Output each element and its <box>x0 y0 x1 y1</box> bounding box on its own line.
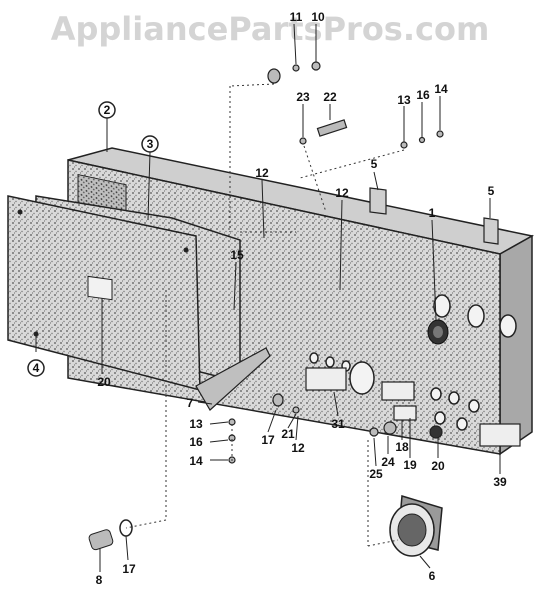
watermark: AppliancePartsPros.com <box>50 10 490 48</box>
callout-14: 14 <box>434 82 448 96</box>
callout-39: 39 <box>493 475 507 489</box>
callout-15: 15 <box>230 248 244 262</box>
panel-holes <box>309 294 517 431</box>
callout-12: 12 <box>255 166 269 180</box>
callout-5: 5 <box>488 184 495 198</box>
callout-rings <box>27 101 159 377</box>
callout-17: 17 <box>122 562 136 576</box>
callout-21: 21 <box>281 427 295 441</box>
callout-labels: 11 10 23 22 13 16 14 2 3 5 5 12 12 1 15 … <box>33 10 507 587</box>
terminal-part-1 <box>427 319 449 345</box>
assembly-lines <box>125 83 405 547</box>
callout-12: 12 <box>291 441 305 455</box>
callout-20: 20 <box>431 459 445 473</box>
callout-24: 24 <box>381 455 395 469</box>
callout-31: 31 <box>331 417 345 431</box>
callout-14: 14 <box>189 454 203 468</box>
callout-5: 5 <box>371 157 378 171</box>
callout-8: 8 <box>96 573 103 587</box>
callout-12: 12 <box>335 186 349 200</box>
callout-11: 11 <box>290 10 303 24</box>
bracket-part-7 <box>195 347 271 411</box>
callout-17: 17 <box>261 433 275 447</box>
callout-22: 22 <box>323 90 337 104</box>
callout-20: 20 <box>97 375 111 389</box>
callout-19: 19 <box>403 458 417 472</box>
callout-13: 13 <box>397 93 411 107</box>
callout-6: 6 <box>429 569 436 583</box>
callout-2: 2 <box>104 103 111 117</box>
callout-16: 16 <box>416 88 430 102</box>
callout-18: 18 <box>395 440 409 454</box>
label-plates <box>305 367 521 447</box>
leader-lines <box>35 23 501 572</box>
callout-3: 3 <box>147 137 154 151</box>
callout-1: 1 <box>429 206 436 220</box>
callout-23: 23 <box>296 90 310 104</box>
bracket-part-5 <box>369 187 499 245</box>
plug-part-8 <box>88 519 133 551</box>
transformer-part-6 <box>389 495 443 557</box>
callout-16: 16 <box>189 435 203 449</box>
callout-4: 4 <box>33 361 40 375</box>
callout-7: 7 <box>187 396 194 410</box>
callout-13: 13 <box>189 417 203 431</box>
callout-10: 10 <box>311 10 325 24</box>
callout-25: 25 <box>369 467 383 481</box>
